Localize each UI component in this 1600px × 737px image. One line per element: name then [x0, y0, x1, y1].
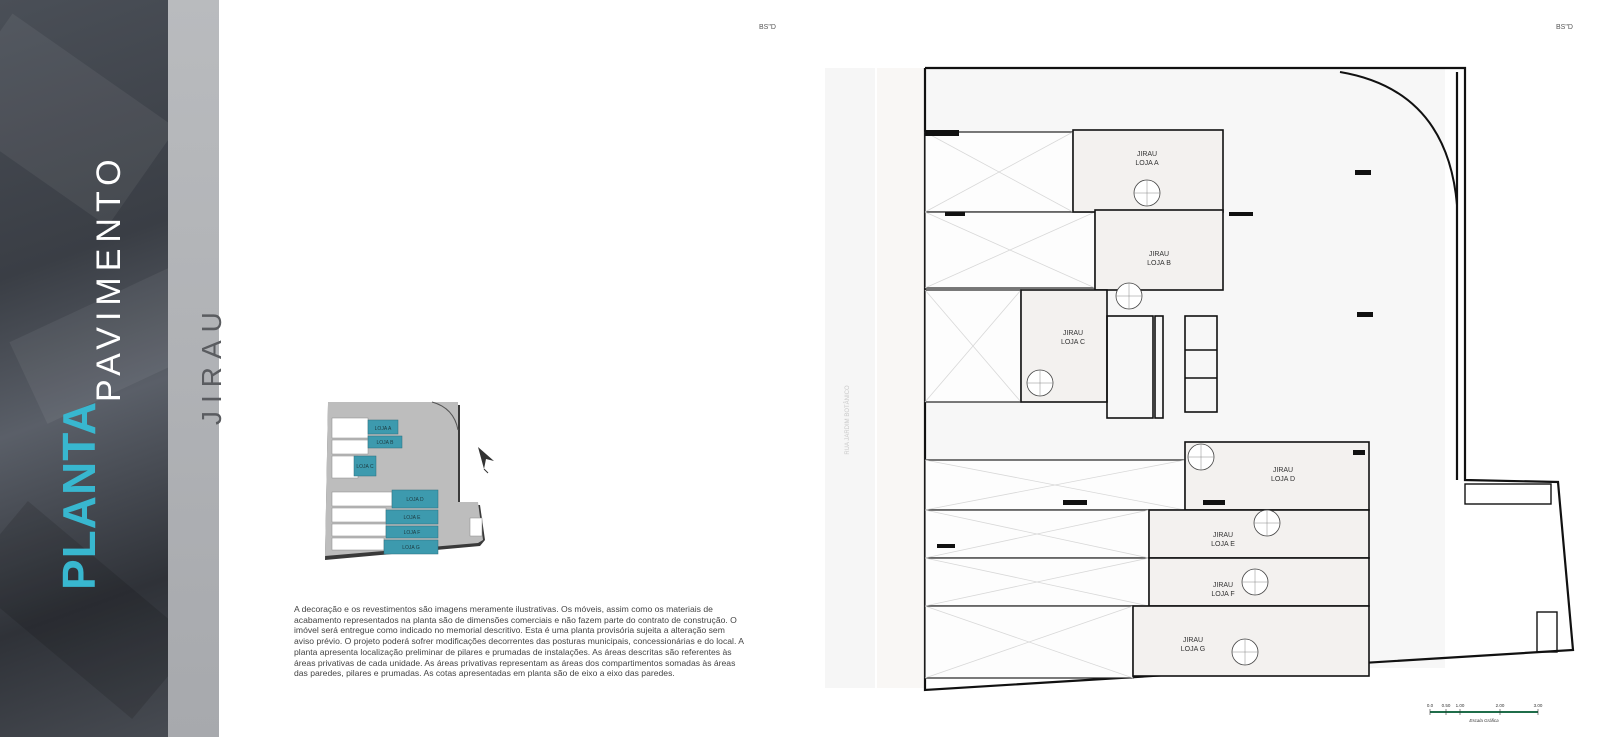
key-map-label: LOJA B: [377, 440, 395, 446]
key-map-label: LOJA A: [375, 426, 392, 432]
header-mark-right: BS"D: [1556, 24, 1573, 31]
decorative-shard: [0, 13, 168, 227]
key-map-label: LOJA C: [356, 464, 374, 470]
header-mark-left: BS"D: [759, 24, 776, 31]
unit-label-line1: JIRAU: [1213, 582, 1233, 589]
unit-label-line1: JIRAU: [1063, 330, 1083, 337]
key-map: LOJA A LOJA B LOJA C LOJA D LOJA E LOJA …: [325, 401, 485, 560]
scale-caption: Escala Gráfica: [1469, 718, 1499, 723]
unit-label-line1: JIRAU: [1183, 637, 1203, 644]
cover-stripe: [168, 0, 219, 737]
key-map-label: LOJA D: [406, 497, 424, 503]
floor-name: JIRAU: [196, 304, 227, 425]
unit-label-line1: JIRAU: [1213, 532, 1233, 539]
cover-panel: [0, 0, 168, 737]
jirau-loja-d: [1184, 441, 1370, 511]
unit-label-line2: LOJA C: [1061, 339, 1085, 346]
disclaimer-text: A decoração e os revestimentos são image…: [294, 604, 744, 679]
unit-label-line1: JIRAU: [1149, 251, 1169, 258]
street-label: RUA JARDIM BOTÂNICO: [844, 385, 851, 455]
unit-label-line2: LOJA G: [1181, 646, 1206, 653]
jirau-loja-b: [1094, 209, 1224, 291]
unit-label-line2: LOJA A: [1135, 160, 1159, 167]
unit-label-line2: LOJA E: [1211, 541, 1235, 548]
scale-tick: 3.00: [1534, 703, 1543, 708]
scale-tick: 1.00: [1456, 703, 1465, 708]
key-map-label: LOJA F: [404, 530, 421, 536]
key-map-label: LOJA G: [402, 545, 420, 551]
unit-label-line2: LOJA B: [1147, 260, 1171, 267]
unit-label-line2: LOJA D: [1271, 476, 1295, 483]
floor-plan: RUA JARDIM BOTÂNICO: [825, 66, 1575, 692]
unit-label-line1: JIRAU: [1137, 151, 1157, 158]
north-arrow-icon: [478, 447, 494, 474]
key-map-units: [353, 419, 439, 555]
scale-tick: 0.50: [1442, 703, 1451, 708]
unit-label-line1: JIRAU: [1273, 467, 1293, 474]
page-subtitle: PAVIMENTO: [90, 153, 128, 402]
unit-label-line2: LOJA F: [1211, 591, 1234, 598]
scale-tick: 0.0: [1427, 703, 1434, 708]
page-title: PLANTA: [53, 400, 105, 590]
jirau-loja-g: [1132, 605, 1370, 677]
scale-tick: 2.00: [1496, 703, 1505, 708]
key-map-label: LOJA E: [404, 515, 422, 521]
scale-bar: 0.0 0.50 1.00 2.00 3.00 Escala Gráfica: [1427, 703, 1543, 723]
